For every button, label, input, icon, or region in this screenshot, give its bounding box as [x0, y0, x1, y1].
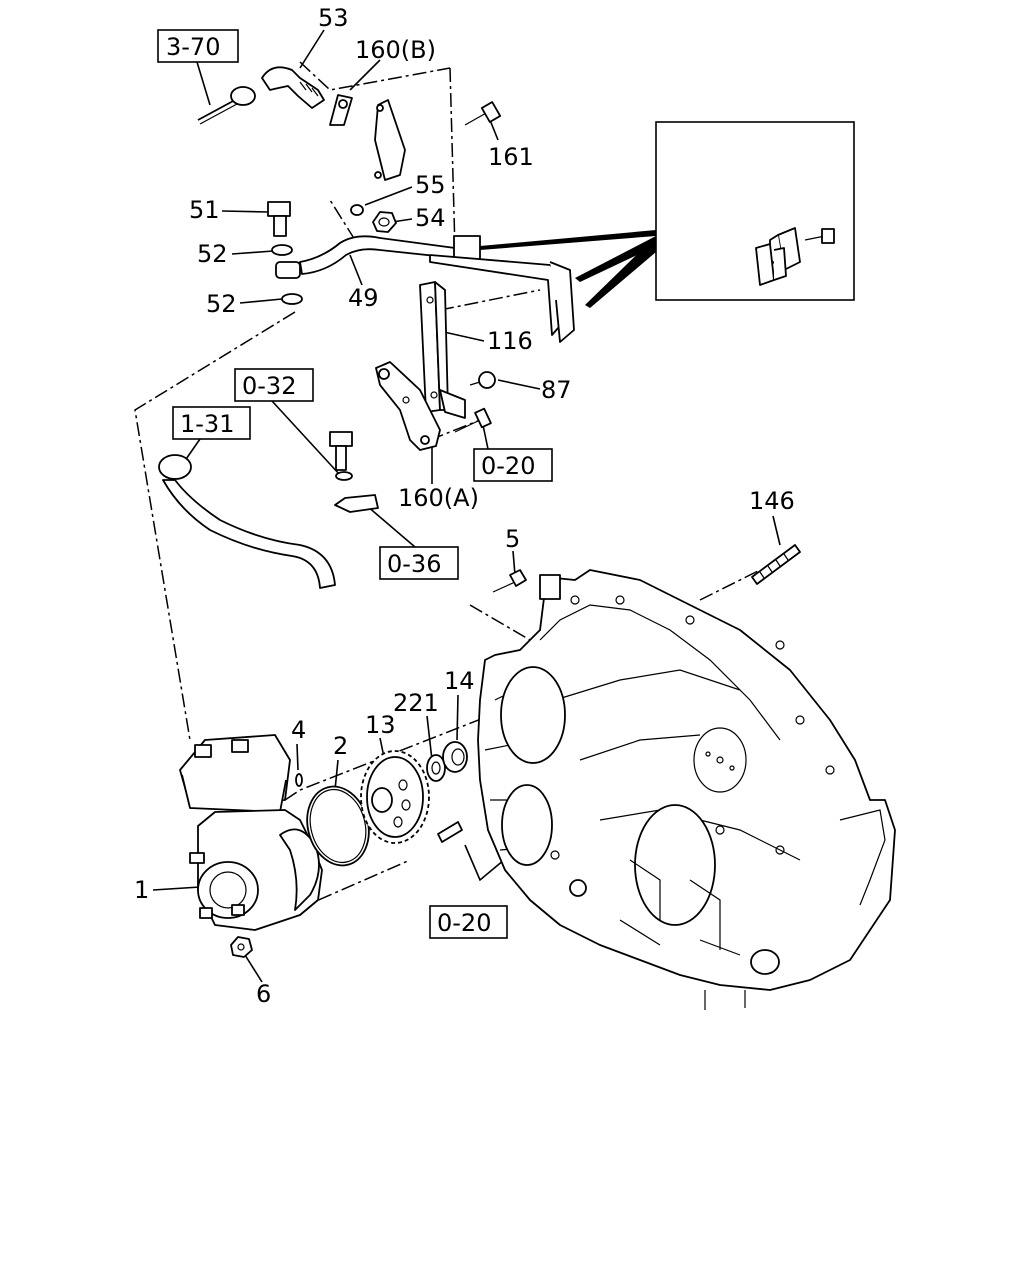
bearing-14[interactable] [442, 741, 468, 773]
ref-box-0-32[interactable]: 0-32 [234, 368, 314, 402]
label-160b: 160(B) [355, 36, 436, 64]
ref-box-1-31[interactable]: 1-31 [172, 406, 251, 440]
washer-55[interactable] [350, 204, 364, 216]
label-13: 13 [365, 711, 396, 739]
ref-box-3-70[interactable]: 3-70 [157, 29, 239, 63]
elbow-53[interactable] [261, 66, 325, 109]
bracket-160a[interactable] [375, 361, 441, 451]
label-6: 6 [256, 980, 271, 1008]
bracket-116[interactable] [419, 281, 466, 419]
ref-box-0-20-bottom[interactable]: 0-20 [429, 905, 508, 939]
gear-13[interactable] [360, 750, 430, 844]
nut-6[interactable] [230, 936, 253, 958]
label-160a: 160(A) [398, 484, 479, 512]
nut-54[interactable] [372, 211, 397, 233]
label-161: 161 [488, 143, 534, 171]
dowel-pin-0-20[interactable] [437, 821, 463, 843]
flywheel-housing[interactable] [477, 569, 896, 1010]
label-4: 4 [291, 716, 306, 744]
label-87: 87 [541, 376, 572, 404]
bolt-161[interactable] [464, 101, 502, 126]
washer-52-top[interactable] [271, 244, 293, 256]
pipe-fitting-3-70[interactable] [197, 86, 256, 125]
bolt-5[interactable] [492, 569, 527, 593]
svg-text:0-32: 0-32 [242, 372, 296, 400]
label-55: 55 [415, 171, 446, 199]
label-14: 14 [444, 667, 475, 695]
label-52-top: 52 [197, 240, 228, 268]
label-116: 116 [487, 327, 533, 355]
label-51: 51 [189, 196, 220, 224]
bracket-160b[interactable] [329, 94, 406, 181]
assembly-lines [134, 61, 761, 931]
bolt-0-20-top[interactable] [454, 407, 492, 433]
pipe-1-31[interactable] [158, 454, 336, 589]
ref-box-0-20-top[interactable]: 0-20 [473, 448, 553, 482]
pin-4[interactable] [295, 773, 303, 787]
label-54: 54 [415, 204, 446, 232]
pipe-49[interactable] [275, 235, 481, 279]
stud-146[interactable] [751, 544, 801, 585]
washer-52-bottom[interactable] [281, 293, 303, 305]
clamp-110-lower[interactable] [755, 243, 787, 286]
svg-text:1-31: 1-31 [180, 410, 234, 438]
label-5: 5 [505, 525, 520, 553]
label-53: 53 [318, 4, 349, 32]
fitting-0-36[interactable] [334, 494, 379, 513]
svg-text:3-70: 3-70 [166, 33, 220, 61]
svg-text:0-20: 0-20 [481, 452, 535, 480]
pipe-bracket-assembly[interactable] [429, 254, 575, 343]
svg-text:0-20: 0-20 [437, 909, 491, 937]
label-2: 2 [333, 732, 348, 760]
bolt-87[interactable] [469, 371, 496, 389]
label-1: 1 [134, 876, 149, 904]
label-49: 49 [348, 284, 379, 312]
label-52-bottom: 52 [206, 290, 237, 318]
air-compressor-1[interactable] [179, 734, 323, 931]
bolt-0-32[interactable] [329, 431, 353, 481]
washer-221[interactable] [426, 754, 446, 782]
bolt-113[interactable] [804, 228, 835, 244]
ref-box-0-36[interactable]: 0-36 [379, 546, 459, 580]
label-221: 221 [393, 689, 439, 717]
svg-text:0-36: 0-36 [387, 550, 441, 578]
label-146: 146 [749, 487, 795, 515]
inset-detail-box [480, 121, 855, 308]
bolt-51[interactable] [267, 201, 291, 237]
